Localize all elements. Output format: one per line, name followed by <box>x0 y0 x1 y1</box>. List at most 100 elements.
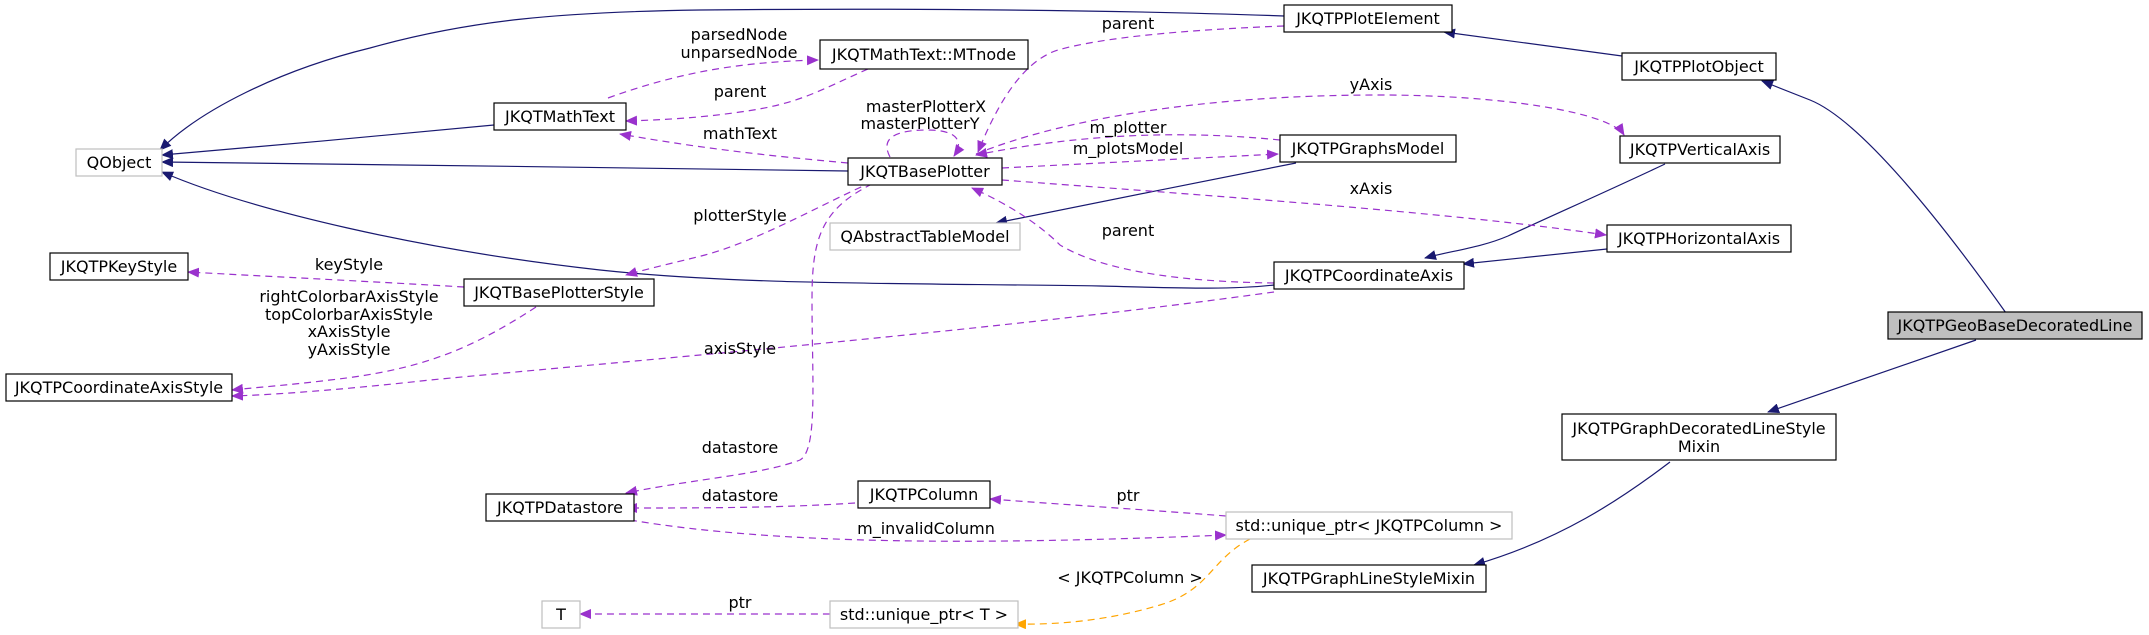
node-jkqtbaseplotter[interactable]: JKQTBasePlotter <box>847 157 1003 186</box>
edge-column-datastore <box>625 502 856 513</box>
nodes: QObject JKQTPKeyStyle JKQTPCoordinateAxi… <box>5 4 2143 629</box>
edge-plotterstyle-keystyle <box>187 267 465 288</box>
inheritance-edges <box>159 8 2007 567</box>
node-label-jkqtbaseplotter: JKQTBasePlotter <box>859 162 990 181</box>
edge-graphsmodel-to-abstracttablemodel <box>995 162 1297 226</box>
node-label-jkqtpplotobject: JKQTPPlotObject <box>1633 57 1764 76</box>
edge-geobase-to-decoratedmixin <box>1767 339 1977 414</box>
edge-verticalaxis-to-coordaxis <box>1424 163 1666 260</box>
node-jkqtphorizontalaxis[interactable]: JKQTPHorizontalAxis <box>1606 224 1792 253</box>
node-label-decorated-line-1: JKQTPGraphDecoratedLineStyle <box>1571 419 1825 438</box>
node-jkqtmathtext[interactable]: JKQTMathText <box>493 102 627 131</box>
edge-verticalaxis-yaxis <box>975 94 1625 155</box>
node-jkqtpplotobject[interactable]: JKQTPPlotObject <box>1621 52 1777 81</box>
node-t[interactable]: T <box>541 600 581 629</box>
template-edges <box>1014 538 1251 630</box>
usage-edges <box>187 25 1625 619</box>
node-label-jkqtpplotelement: JKQTPPlotElement <box>1295 9 1440 28</box>
node-label-jkqtpkeystyle: JKQTPKeyStyle <box>60 257 177 276</box>
node-jkqtpkeystyle[interactable]: JKQTPKeyStyle <box>49 252 189 281</box>
node-label-unique-ptr-column: std::unique_ptr< JKQTPColumn > <box>1236 516 1503 536</box>
label-parsednode: parsedNode <box>691 25 788 44</box>
node-jkqtpgraphlinestylemixin[interactable]: JKQTPGraphLineStyleMixin <box>1251 564 1487 593</box>
node-jkqtpverticalaxis[interactable]: JKQTPVerticalAxis <box>1619 135 1781 164</box>
label-ptr-column: ptr <box>1116 486 1139 505</box>
edge-mathtext-parent <box>625 68 869 126</box>
node-label-jkqtpgeobasedecoratedline: JKQTPGeoBaseDecoratedLine <box>1897 316 2133 335</box>
node-label-qobject: QObject <box>87 153 152 172</box>
edge-baseplotter-datastore <box>625 183 873 496</box>
edge-horizontalaxis-to-coordaxis <box>1462 248 1608 268</box>
node-qobject[interactable]: QObject <box>75 148 163 177</box>
label-plotterstyle: plotterStyle <box>693 206 787 225</box>
node-jkqtpdatastore[interactable]: JKQTPDatastore <box>485 493 635 522</box>
label-yaxis: yAxis <box>1350 75 1393 94</box>
node-jkqtpgeobasedecoratedline[interactable]: JKQTPGeoBaseDecoratedLine <box>1887 311 2143 340</box>
node-label-jkqtpverticalaxis: JKQTPVerticalAxis <box>1629 140 1770 159</box>
node-qabstracttablemodel[interactable]: QAbstractTableModel <box>829 222 1021 251</box>
node-label-jkqtpcoordinateaxis: JKQTPCoordinateAxis <box>1284 266 1453 285</box>
node-jkqtpcolumn[interactable]: JKQTPColumn <box>857 480 991 509</box>
node-jkqtpcoordinateaxisstyle[interactable]: JKQTPCoordinateAxisStyle <box>5 373 233 402</box>
label-parent-mathtext: parent <box>714 82 766 101</box>
edge-baseplotter-mplotsmodel <box>1001 149 1279 169</box>
label-datastore-column: datastore <box>702 486 779 505</box>
edge-uniqueptr-ptr-column <box>989 494 1227 517</box>
label-keystyle: keyStyle <box>315 255 383 274</box>
label-masterplotterx: masterPlotterX <box>866 97 986 116</box>
node-jkqtpcoordinateaxis[interactable]: JKQTPCoordinateAxis <box>1273 261 1465 290</box>
label-yaxisstyle: yAxisStyle <box>308 340 391 359</box>
node-label-jkqtbaseplotterstyle: JKQTBasePlotterStyle <box>473 283 644 302</box>
edge-coordaxis-to-qobject <box>161 171 1275 289</box>
node-unique-ptr-column[interactable]: std::unique_ptr< JKQTPColumn > <box>1225 511 1513 540</box>
edge-plotterstyle-axisstyles <box>231 306 537 394</box>
label-parent-plotelement: parent <box>1102 14 1154 33</box>
edge-mtnode-mathtext <box>607 55 819 99</box>
label-masterplottery: masterPlotterY <box>860 114 979 133</box>
label-unparsednode: unparsedNode <box>681 43 798 62</box>
edge-decoratedmixin-to-linestylemixin <box>1473 461 1671 567</box>
label-axisstyle: axisStyle <box>704 339 776 358</box>
node-label-jkqtpdatastore: JKQTPDatastore <box>496 498 623 517</box>
label-m-plotter: m_plotter <box>1090 118 1167 138</box>
edge-geobase-to-plotobject <box>1761 80 2007 314</box>
node-jkqtpgraphdecoratedlinestylemixin[interactable]: JKQTPGraphDecoratedLineStyle Mixin <box>1561 413 1837 461</box>
node-jkqtpplotelement[interactable]: JKQTPPlotElement <box>1283 4 1453 33</box>
node-label-qabstracttablemodel: QAbstractTableModel <box>840 227 1009 246</box>
node-label-mtnode: JKQTMathText::MTnode <box>831 45 1016 64</box>
edge-graphsmodel-mplotter <box>975 134 1281 158</box>
node-label-jkqtpcolumn: JKQTPColumn <box>869 485 979 504</box>
node-label-jkqtpgraphsmodel: JKQTPGraphsModel <box>1291 139 1445 158</box>
node-mtnode[interactable]: JKQTMathText::MTnode <box>819 39 1029 70</box>
edge-mathtext-to-qobject <box>161 124 495 160</box>
edge-baseplotter-to-qobject <box>161 157 849 172</box>
label-topcolorbar: topColorbarAxisStyle <box>265 305 433 324</box>
node-label-unique-ptr-t: std::unique_ptr< T > <box>840 605 1008 625</box>
label-m-plotsmodel: m_plotsModel <box>1073 139 1184 159</box>
edge-plotelement-parent <box>977 25 1285 153</box>
node-label-t: T <box>555 605 566 624</box>
node-label-jkqtphorizontalaxis: JKQTPHorizontalAxis <box>1617 229 1780 248</box>
label-rightcolorbar: rightColorbarAxisStyle <box>259 287 438 306</box>
edge-plotelement-to-qobject <box>159 8 1285 151</box>
edge-coordaxis-axisstyle <box>231 291 1275 401</box>
label-xaxis: xAxis <box>1350 179 1393 198</box>
node-unique-ptr-t[interactable]: std::unique_ptr< T > <box>829 600 1019 629</box>
edge-uniqueptr-mcolumn-datastore <box>629 519 1227 542</box>
label-datastore-plotter: datastore <box>702 438 779 457</box>
edge-template-uniqueptr-column[interactable] <box>1014 538 1251 630</box>
edge-plotobject-to-plotelement <box>1443 28 1623 57</box>
edge-baseplotter-xaxis <box>1001 179 1607 239</box>
node-label-jkqtmathtext: JKQTMathText <box>504 107 615 126</box>
node-label-decorated-line-2: Mixin <box>1678 437 1720 456</box>
edge-baseplotter-plotterstyle <box>625 181 873 277</box>
edge-coordaxis-parent <box>971 187 1275 284</box>
node-jkqtpgraphsmodel[interactable]: JKQTPGraphsModel <box>1279 134 1457 163</box>
label-parent-coordaxis: parent <box>1102 221 1154 240</box>
label-xaxisstyle: xAxisStyle <box>308 322 391 341</box>
label-ptr-t: ptr <box>728 593 751 612</box>
edge-labels: parsedNode unparsedNode parent mathText … <box>259 14 1392 612</box>
edge-masterplotter-self <box>886 129 965 158</box>
node-jkqtbaseplotterstyle[interactable]: JKQTBasePlotterStyle <box>463 278 655 307</box>
